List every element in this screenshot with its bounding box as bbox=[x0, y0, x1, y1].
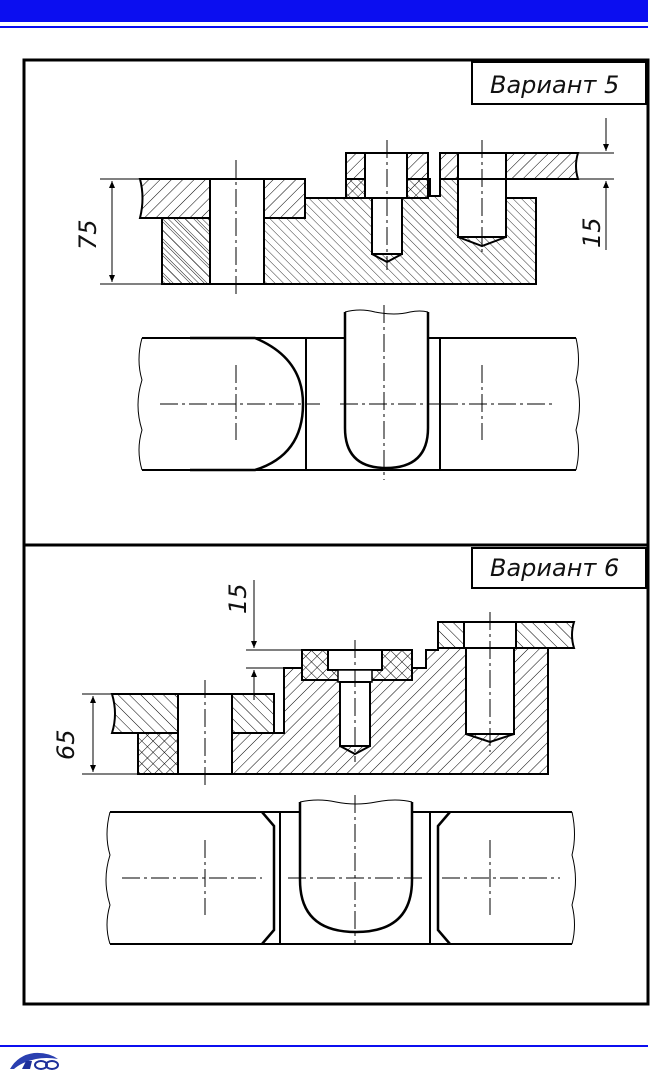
variant-6-dim-step: 15 bbox=[224, 583, 252, 614]
variant-5-dim-step: 15 bbox=[578, 217, 606, 248]
nio-logo-icon bbox=[10, 1052, 59, 1070]
variant-5-dim-height: 75 bbox=[74, 219, 102, 250]
variant-6-dim-height: 65 bbox=[52, 729, 80, 760]
frame-border bbox=[22, 58, 650, 1006]
variant-5-drawing: Вариант 5 75 15 bbox=[74, 61, 647, 480]
variant-6-title: Вариант 6 bbox=[490, 554, 619, 582]
variant-6-title-box bbox=[471, 547, 647, 589]
variant-5-title-box bbox=[471, 61, 647, 105]
footer-rule bbox=[0, 1045, 648, 1047]
variant-5-title: Вариант 5 bbox=[490, 71, 619, 99]
header-bar bbox=[0, 0, 648, 22]
header-rule bbox=[0, 26, 648, 28]
variant-6-drawing: Вариант 6 65 15 bbox=[52, 547, 647, 945]
